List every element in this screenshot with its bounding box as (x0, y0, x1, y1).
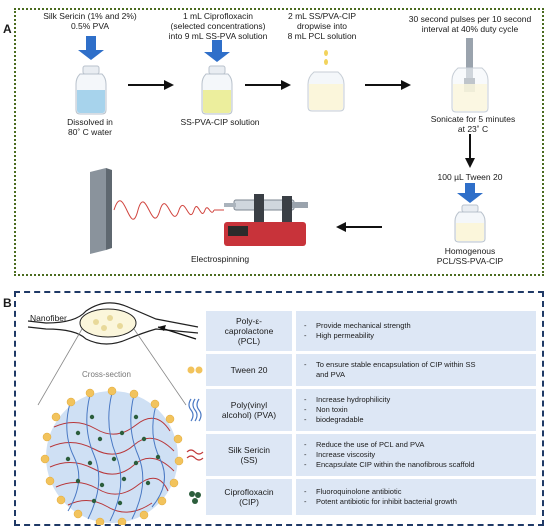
arrow-down-icon (465, 134, 475, 168)
pcl-bottle-dropwise-icon (307, 50, 345, 112)
arrow-right-icon (365, 80, 411, 90)
cip-molecule-icon (186, 479, 204, 515)
arrow-right-icon (245, 80, 291, 90)
electrospinning-setup-icon (90, 168, 308, 254)
step2-caption: SS-PVA-CIP solution (180, 117, 260, 127)
panel-a-label: A (3, 22, 12, 36)
component-props-tween: To ensure stable encapsulation of CIP wi… (296, 354, 536, 386)
panel-a (14, 8, 544, 276)
step6-caption: Electrospinning (190, 254, 250, 264)
component-props-pva: Increase hydrophilicityNon toxinbiodegra… (296, 389, 536, 431)
component-props-pcl: Provide mechanical strengthHigh permeabi… (296, 311, 536, 351)
panel-b (14, 291, 544, 526)
pva-chain-icon (186, 389, 204, 431)
blue-solution-bottle-icon (75, 36, 107, 115)
cross-section-label: Cross-section (82, 370, 131, 379)
panel-b-label: B (3, 296, 12, 310)
arrow-left-icon (336, 222, 382, 232)
nanofiber-label: Nanofiber (30, 313, 67, 323)
step5-title: 100 µL Tween 20 (437, 172, 503, 182)
component-props-ss: Reduce the use of PCL and PVAIncrease vi… (296, 434, 536, 476)
component-name-pcl: Poly-ε-caprolactone(PCL) (206, 311, 292, 351)
sonicator-icon (451, 38, 489, 113)
step1-title: Silk Sericin (1% and 2%)0.5% PVA (43, 11, 137, 31)
component-props-cip: Fluoroquinolone antibioticPotent antibio… (296, 479, 536, 515)
yellow-solution-bottle-icon (201, 40, 233, 115)
step2-title: 1 mL Ciprofloxacin(selected concentratio… (168, 11, 268, 41)
arrow-right-icon (128, 80, 174, 90)
component-name-cip: Ciprofloxacin(CIP) (206, 479, 292, 515)
tween-bottle-icon (454, 183, 486, 243)
nanofiber-cross-section-diagram (27, 302, 199, 525)
ss-chain-icon (186, 434, 204, 476)
component-name-ss: Silk Sericin(SS) (206, 434, 292, 476)
component-name-tween: Tween 20 (206, 354, 292, 386)
tween-icon (186, 354, 204, 386)
